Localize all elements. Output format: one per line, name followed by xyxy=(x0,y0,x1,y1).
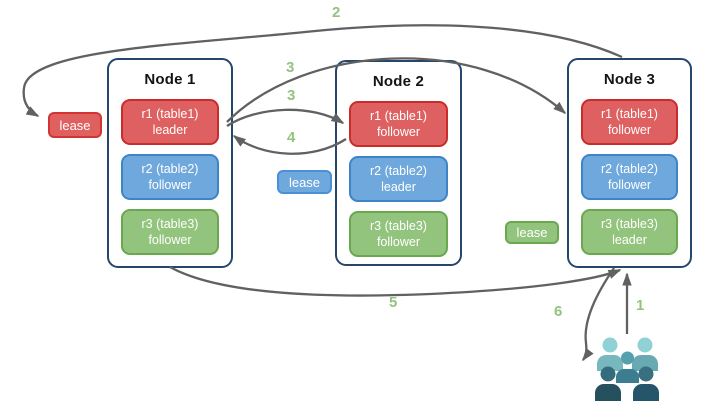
range-label: r2 (table2) xyxy=(141,161,199,176)
range-label: r1 (table1) xyxy=(141,106,199,121)
step-label-3a: 3 xyxy=(286,59,295,76)
range-role: leader xyxy=(381,180,416,194)
lease-badge-red: lease xyxy=(48,112,102,138)
node-1-title: Node 1 xyxy=(144,71,196,88)
node-1-range-r2: r2 (table2) follower xyxy=(121,154,219,200)
step-label-6: 6 xyxy=(554,303,563,320)
range-role: follower xyxy=(148,233,192,247)
step-label-3b: 3 xyxy=(287,87,296,104)
range-label: r1 (table1) xyxy=(601,106,658,121)
node-3-range-r2: r2 (table2) follower xyxy=(581,154,678,200)
range-role: leader xyxy=(612,233,647,247)
node-3-title: Node 3 xyxy=(603,71,656,88)
node-2: Node 2 r1 (table1) follower r2 (table2) … xyxy=(335,60,462,266)
node-2-range-r1: r1 (table1) follower xyxy=(349,101,448,147)
range-role: follower xyxy=(607,178,652,192)
range-label: r3 (table3) xyxy=(141,216,199,231)
node-1-range-r1: r1 (table1) leader xyxy=(121,99,219,145)
arrow-step-3-to-node2 xyxy=(226,108,345,127)
range-label: r2 (table2) xyxy=(370,163,427,178)
range-role: leader xyxy=(152,123,188,137)
range-label: r2 (table2) xyxy=(601,161,658,176)
range-label: r3 (table3) xyxy=(370,218,427,233)
step-label-1: 1 xyxy=(636,297,645,314)
node-3-range-r1: r1 (table1) follower xyxy=(581,99,678,145)
arrow-step-5 xyxy=(169,265,622,297)
range-role: follower xyxy=(607,123,652,137)
node-2-range-r2: r2 (table2) leader xyxy=(349,156,448,202)
step-label-4: 4 xyxy=(287,129,296,146)
lease-badge-blue: lease xyxy=(277,170,332,194)
range-role: follower xyxy=(376,235,421,249)
step-label-2: 2 xyxy=(332,4,341,21)
range-label: r1 (table1) xyxy=(370,108,427,123)
users-group-icon xyxy=(595,337,659,401)
node-2-range-r3: r3 (table3) follower xyxy=(349,211,448,257)
node-3-range-r3: r3 (table3) leader xyxy=(581,209,678,255)
range-role: follower xyxy=(376,125,421,139)
node-1-range-r3: r3 (table3) follower xyxy=(121,209,219,255)
range-role: follower xyxy=(148,178,192,192)
node-2-title: Node 2 xyxy=(372,73,425,90)
lease-badge-green: lease xyxy=(505,221,559,244)
step-label-5: 5 xyxy=(389,294,398,311)
range-label: r3 (table3) xyxy=(601,216,658,231)
node-1: Node 1 r1 (table1) leader r2 (table2) fo… xyxy=(107,58,233,268)
node-3: Node 3 r1 (table1) follower r2 (table2) … xyxy=(567,58,692,268)
